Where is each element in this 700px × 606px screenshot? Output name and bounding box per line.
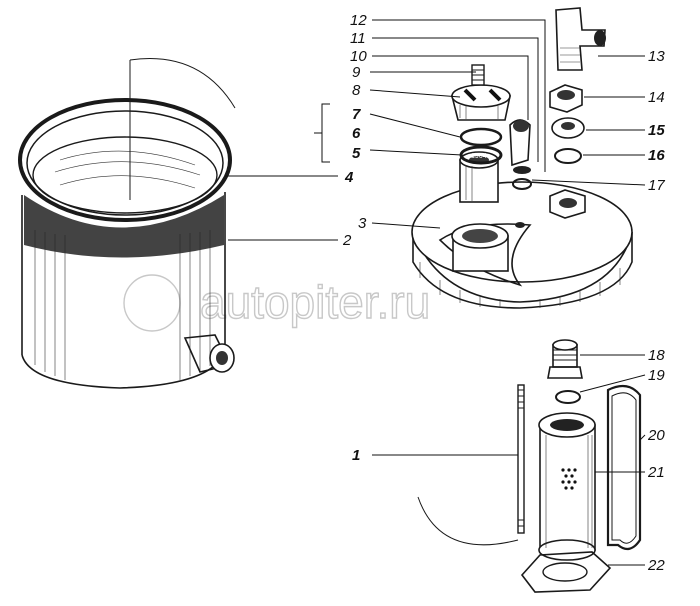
callout-21: 21 (647, 464, 665, 481)
callout-10: 10 (350, 48, 367, 65)
callout-7: 7 (352, 106, 361, 123)
callout-11: 11 (350, 30, 366, 47)
base-plate-22 (520, 551, 612, 593)
ring-15 (551, 117, 585, 139)
callout-22: 22 (647, 557, 665, 574)
filter-housing (18, 58, 236, 389)
callout-15: 15 (648, 122, 665, 139)
watermark-text: autopiter.ru (200, 276, 430, 328)
hex-nut-14 (549, 84, 583, 113)
callout-17: 17 (648, 177, 665, 194)
callout-12: 12 (350, 12, 367, 29)
drain-plug-18 (547, 339, 583, 379)
filter-cover (411, 181, 633, 309)
stamp-text: 1964 (471, 153, 487, 160)
leader-lines (225, 19, 646, 566)
callout-13: 13 (648, 48, 665, 65)
callout-9: 9 (352, 64, 361, 81)
watermark: autopiter.ru (123, 274, 431, 332)
o-ring-19 (555, 390, 581, 404)
filter-element-21 (538, 412, 596, 561)
callout-3: 3 (358, 215, 367, 232)
callout-2: 2 (342, 232, 352, 249)
elbow-fitting (555, 7, 606, 71)
callout-16: 16 (648, 147, 665, 164)
callout-labels: 1 2 3 4 5 6 7 8 9 10 11 12 13 14 15 16 1… (342, 12, 665, 574)
gasket-20 (606, 384, 642, 551)
valve-assembly: 1964 (450, 64, 532, 203)
callout-4: 4 (344, 169, 354, 186)
callout-8: 8 (352, 82, 361, 99)
callout-20: 20 (647, 427, 665, 444)
callout-14: 14 (648, 89, 665, 106)
center-rod-1 (417, 384, 525, 546)
callout-5: 5 (352, 145, 361, 162)
callout-6: 6 (352, 125, 361, 142)
callout-19: 19 (648, 367, 665, 384)
callout-1: 1 (352, 447, 360, 464)
callout-18: 18 (648, 347, 665, 364)
washer-16 (554, 148, 582, 164)
